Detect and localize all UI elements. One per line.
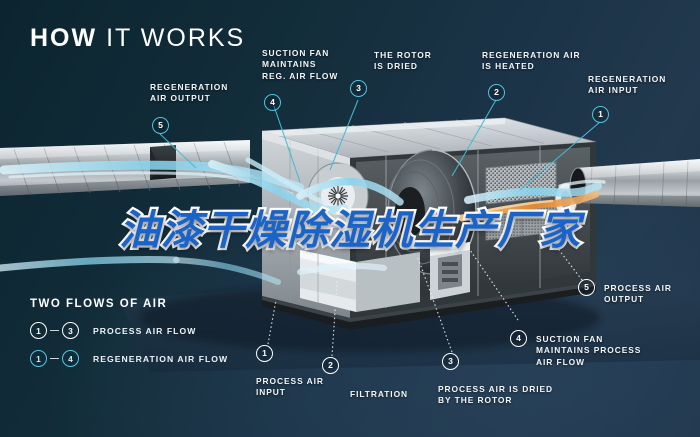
watermark-text: 油漆干燥除湿机生产厂家 — [117, 204, 583, 257]
main-cabinet — [261, 117, 597, 330]
callout-marker-suction-fan-process[interactable]: 4 — [510, 330, 527, 347]
callout-label-process-air-output: PROCESS AIR OUTPUT — [604, 283, 672, 305]
callout-label-regeneration-air-input: REGENERATION AIR INPUT — [588, 74, 667, 96]
callout-label-filtration: FILTRATION — [350, 389, 409, 399]
callout-label-process-air-dried: PROCESS AIR IS DRIED BY THE ROTOR — [438, 384, 554, 406]
legend-dash-icon — [50, 329, 59, 332]
callout-label-process-air-input: PROCESS AIR INPUT — [256, 376, 324, 398]
legend-dash-icon — [50, 357, 59, 360]
callout-marker-process-air-output[interactable]: 5 — [578, 279, 595, 296]
callout-label-suction-fan-process: SUCTION FAN MAINTAINS PROCESS AIR FLOW — [536, 334, 642, 367]
legend-marker-from: 1 — [30, 322, 47, 339]
callout-marker-process-air-dried[interactable]: 3 — [442, 353, 459, 370]
title-strong: HOW — [30, 24, 98, 52]
callout-label-suction-fan-regeneration: SUCTION FAN MAINTAINS REG. AIR FLOW — [262, 48, 339, 81]
legend-row-process-air-flow: 1 3 PROCESS AIR FLOW — [30, 322, 228, 339]
callout-marker-regeneration-air-heated[interactable]: 2 — [488, 84, 505, 101]
legend-marker-from: 1 — [30, 350, 47, 367]
legend-marker-to: 4 — [62, 350, 79, 367]
callout-label-regeneration-air-heated: REGENERATION AIR IS HEATED — [482, 50, 581, 72]
callout-marker-filtration[interactable]: 2 — [322, 357, 339, 374]
title-light: IT WORKS — [106, 24, 246, 52]
airflow-heated-ribbon — [458, 190, 600, 222]
chinese-watermark-text: 油漆干燥除湿机生产厂家 — [117, 196, 583, 257]
callout-label-rotor-is-dried: THE ROTOR IS DRIED — [374, 50, 432, 72]
callout-marker-suction-fan-regeneration[interactable]: 4 — [264, 94, 281, 111]
fan-impeller — [328, 186, 348, 206]
legend-label-regeneration-air-flow: REGENERATION AIR FLOW — [93, 353, 229, 364]
callout-marker-regeneration-air-input[interactable]: 1 — [592, 106, 609, 123]
leader-lines-white — [267, 245, 583, 357]
legend: TWO FLOWS OF AIR 1 3 PROCESS AIR FLOW 1 … — [30, 298, 228, 378]
callout-marker-rotor-is-dried[interactable]: 3 — [350, 80, 367, 97]
airflow-cool-ribbons — [0, 157, 606, 285]
callout-marker-process-air-input[interactable]: 1 — [256, 345, 273, 362]
legend-heading: TWO FLOWS OF AIR — [30, 298, 168, 310]
page-title: HOW IT WORKS — [30, 26, 245, 51]
callout-marker-regeneration-air-output[interactable]: 5 — [152, 117, 169, 134]
callout-label-regeneration-air-output: REGENERATION AIR OUTPUT — [150, 82, 229, 104]
legend-row-regeneration-air-flow: 1 4 REGENERATION AIR FLOW — [30, 350, 228, 367]
leader-lines-cyan — [159, 99, 601, 191]
legend-marker-to: 3 — [62, 322, 79, 339]
legend-label-process-air-flow: PROCESS AIR FLOW — [93, 325, 197, 336]
